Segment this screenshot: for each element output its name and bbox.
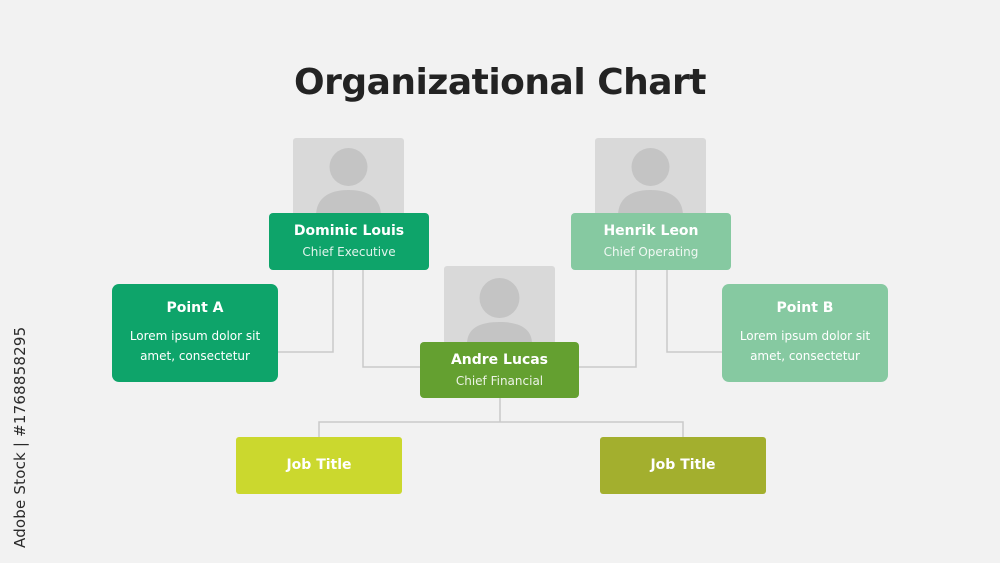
card-point-b: Point B Lorem ipsum dolor sit amet, cons…	[722, 284, 888, 382]
stock-credit: Adobe Stock | #1768858295	[11, 326, 29, 548]
connector-jobs-bar	[318, 421, 684, 437]
connector-henrik-point-b	[666, 270, 722, 353]
point-title: Point B	[776, 300, 834, 316]
connector-dominic-andre	[362, 270, 420, 368]
person-role: Chief Executive	[302, 245, 396, 259]
card-andre-lucas: Andre Lucas Chief Financial	[420, 342, 579, 398]
person-role: Chief Operating	[603, 245, 699, 259]
card-henrik-leon: Henrik Leon Chief Operating	[571, 213, 731, 270]
point-body: Lorem ipsum dolor sit amet, consectetur	[739, 329, 871, 363]
card-dominic-louis: Dominic Louis Chief Executive	[269, 213, 429, 270]
person-role: Chief Financial	[455, 374, 544, 388]
avatar-andre	[444, 266, 555, 344]
connector-henrik-andre	[579, 270, 637, 368]
person-silhouette-icon	[618, 148, 683, 216]
person-name: Dominic Louis	[293, 223, 405, 239]
card-job-title-left: Job Title	[236, 437, 402, 494]
avatar-dominic	[293, 138, 404, 216]
person-silhouette-icon	[316, 148, 381, 216]
person-silhouette-icon	[467, 278, 532, 344]
person-name: Andre Lucas	[450, 352, 549, 368]
chart-title: Organizational Chart	[293, 62, 707, 103]
person-name: Henrik Leon	[603, 223, 699, 239]
avatar-henrik	[595, 138, 706, 216]
card-point-a: Point A Lorem ipsum dolor sit amet, cons…	[112, 284, 278, 382]
connector-dominic-point-a	[278, 270, 334, 353]
card-job-title-right: Job Title	[600, 437, 766, 494]
point-title: Point A	[166, 300, 224, 316]
point-body: Lorem ipsum dolor sit amet, consectetur	[129, 329, 261, 363]
